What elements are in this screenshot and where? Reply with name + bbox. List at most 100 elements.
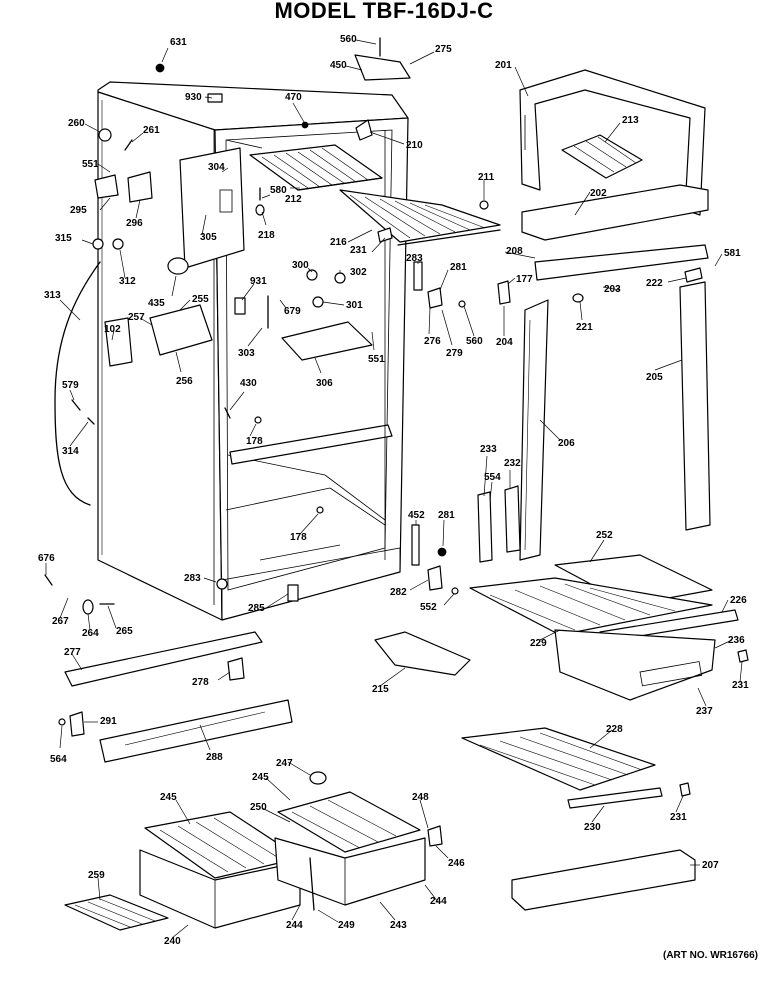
part-label-264: 264	[82, 628, 99, 639]
part-label-245: 245	[160, 792, 177, 803]
part-label-246: 246	[448, 858, 465, 869]
part-label-202: 202	[590, 188, 607, 199]
part-label-304: 304	[208, 162, 225, 173]
part-label-231: 231	[350, 245, 367, 256]
part-label-305: 305	[200, 232, 217, 243]
part-label-243: 243	[390, 920, 407, 931]
part-label-303: 303	[238, 348, 255, 359]
part-label-236: 236	[728, 635, 745, 646]
part-label-232: 232	[504, 458, 521, 469]
door-shelf-202	[521, 184, 709, 241]
shelf-supports	[477, 485, 521, 563]
part-label-930: 930	[185, 92, 202, 103]
part-label-285: 285	[248, 603, 265, 614]
shelf-228	[461, 727, 656, 791]
part-label-205: 205	[646, 372, 663, 383]
part-label-315: 315	[55, 233, 72, 244]
part-label-676: 676	[38, 553, 55, 564]
part-label-177: 177	[516, 274, 533, 285]
part-label-208: 208	[506, 246, 523, 257]
freezer-shelf-212	[249, 144, 383, 191]
part-label-247: 247	[276, 758, 293, 769]
part-label-278: 278	[192, 677, 209, 688]
part-label-250: 250	[250, 802, 267, 813]
part-label-282: 282	[390, 587, 407, 598]
part-label-283: 283	[184, 573, 201, 584]
part-label-213: 213	[622, 115, 639, 126]
part-label-306: 306	[316, 378, 333, 389]
part-label-552: 552	[420, 602, 437, 613]
door-bin-207	[511, 849, 696, 911]
part-label-244: 244	[430, 896, 447, 907]
part-label-204: 204	[496, 337, 513, 348]
part-label-215: 215	[372, 684, 389, 695]
part-label-211: 211	[478, 172, 495, 183]
part-label-931: 931	[250, 276, 267, 287]
part-label-228: 228	[606, 724, 623, 735]
part-label-581: 581	[724, 248, 741, 259]
part-label-237: 237	[696, 706, 713, 717]
part-label-256: 256	[176, 376, 193, 387]
model-title: MODEL TBF-16DJ-C	[274, 0, 494, 23]
part-label-314: 314	[62, 446, 79, 457]
grille-259	[64, 894, 169, 931]
part-label-560: 560	[340, 34, 357, 45]
part-label-301: 301	[346, 300, 363, 311]
part-label-257: 257	[128, 312, 145, 323]
part-label-245: 245	[252, 772, 269, 783]
part-label-230: 230	[584, 822, 601, 833]
refrigerator-shelf-216	[339, 189, 501, 246]
part-label-260: 260	[68, 118, 85, 129]
part-label-222: 222	[646, 278, 663, 289]
part-label-560: 560	[466, 336, 483, 347]
part-label-275: 275	[435, 44, 452, 55]
small-parts	[44, 37, 749, 911]
part-label-206: 206	[558, 438, 575, 449]
part-label-210: 210	[406, 140, 423, 151]
part-label-261: 261	[143, 125, 160, 136]
part-label-248: 248	[412, 792, 429, 803]
part-label-231: 231	[732, 680, 749, 691]
part-label-302: 302	[350, 267, 367, 278]
part-label-102: 102	[104, 324, 121, 335]
door-bar-203	[534, 244, 709, 281]
part-label-212: 212	[285, 194, 302, 205]
part-label-203: 203	[604, 284, 621, 295]
part-label-259: 259	[88, 870, 105, 881]
part-label-295: 295	[70, 205, 87, 216]
part-label-277: 277	[64, 647, 81, 658]
part-label-226: 226	[730, 595, 747, 606]
part-label-554: 554	[484, 472, 501, 483]
part-label-267: 267	[52, 616, 69, 627]
bin-215	[374, 631, 471, 676]
part-label-579: 579	[62, 380, 79, 391]
part-label-452: 452	[408, 510, 425, 521]
part-label-300: 300	[292, 260, 309, 271]
part-label-276: 276	[424, 336, 441, 347]
part-label-288: 288	[206, 752, 223, 763]
part-label-435: 435	[148, 298, 165, 309]
part-label-291: 291	[100, 716, 117, 727]
toe-grille-288	[99, 699, 293, 763]
part-label-450: 450	[330, 60, 347, 71]
part-label-218: 218	[258, 230, 275, 241]
part-label-178: 178	[290, 532, 307, 543]
part-label-207: 207	[702, 860, 719, 871]
part-label-265: 265	[116, 626, 133, 637]
part-label-240: 240	[164, 936, 181, 947]
part-label-279: 279	[446, 348, 463, 359]
part-label-229: 229	[530, 638, 547, 649]
ice-tray-213	[561, 134, 643, 179]
part-label-313: 313	[44, 290, 61, 301]
part-label-281: 281	[438, 510, 455, 521]
art-number: (ART NO. WR16766)	[662, 950, 758, 961]
part-label-470: 470	[285, 92, 302, 103]
rail-230	[567, 787, 663, 809]
part-label-580: 580	[270, 185, 287, 196]
part-label-564: 564	[50, 754, 67, 765]
leader-lines	[45, 39, 743, 939]
part-label-631: 631	[170, 37, 187, 48]
